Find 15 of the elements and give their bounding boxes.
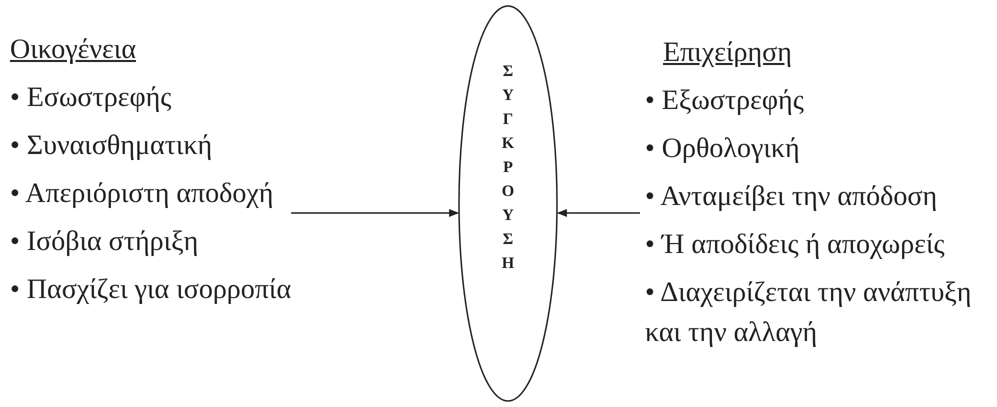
bullet-item: • Ορθολογική [645, 132, 800, 166]
bullet-item: • Διαχειρίζεται την ανάπτυξη και την αλλαγή [645, 276, 972, 350]
bullet-item: • Εσωστρεφής [10, 81, 172, 115]
bullet-item: • Ανταμείβει την απόδοση [645, 180, 938, 214]
vertical-label: ΣΥΓΚΡΟΥΣΗ [500, 62, 516, 274]
column-heading: Επιχείρηση [663, 36, 792, 70]
column-heading: Οικογένεια [10, 33, 136, 67]
bullet-item: • Ή αποδίδεις ή αποχωρείς [645, 228, 945, 262]
arrow [556, 209, 640, 217]
bullet-item: • Εξωστρεφής [645, 84, 804, 118]
bullet-item: • Πασχίζει για ισορροπία [10, 273, 292, 307]
arrow [291, 209, 460, 217]
bullet-item: • Απεριόριστη αποδοχή [10, 177, 274, 211]
bullet-item: • Ισόβια στήριξη [10, 225, 198, 259]
bullet-item: • Συναισθηματική [10, 129, 212, 163]
